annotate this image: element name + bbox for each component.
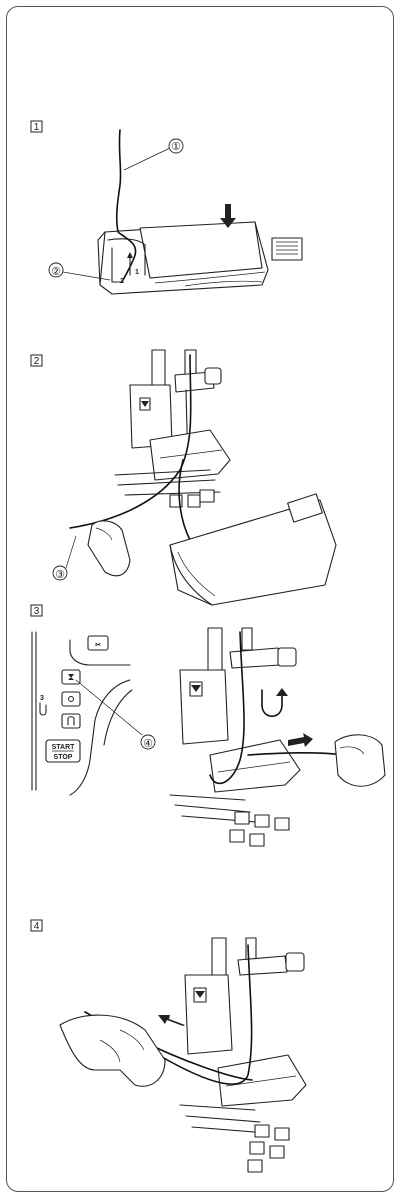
callout-1-leader [124, 148, 170, 170]
pull-arrow [288, 733, 313, 747]
callout-3-label: ③ [55, 569, 65, 581]
step-1-number: 1 [34, 122, 40, 133]
step-3-number: 3 [34, 606, 40, 617]
step-4: 4 [31, 920, 306, 1172]
step-1: 1 ① 1 2 ② [31, 121, 302, 294]
pull-back-arrow [158, 1015, 185, 1026]
callout-4-label: ④ [143, 738, 153, 750]
svg-text:✂: ✂ [95, 642, 101, 649]
presser-foot-3 [210, 740, 300, 792]
callout-2-label: ② [51, 266, 61, 278]
foot-holder-3 [180, 670, 228, 744]
step-2: 2 ③ [31, 350, 336, 605]
slot-mark-2: 2 [120, 278, 124, 285]
callout-1-label: ① [171, 141, 181, 153]
hand-4 [60, 1015, 165, 1086]
needle-clamp-3 [230, 648, 280, 668]
step-4-number: 4 [34, 921, 40, 932]
foot-holder-4 [185, 975, 232, 1054]
step-3: 3 ✂ START STOP 3 ④ [31, 605, 385, 846]
hand-2 [88, 521, 130, 576]
start-stop-label-top: START [52, 744, 76, 751]
hand-3 [335, 735, 385, 786]
lock-stitch-button[interactable] [62, 692, 80, 706]
start-stop-label-bottom: STOP [54, 754, 73, 761]
bobbin-detail [272, 238, 302, 260]
step-2-number: 2 [34, 356, 40, 367]
thread-1 [117, 130, 121, 232]
reverse-button[interactable] [62, 714, 80, 728]
needle-clamp-4 [238, 956, 287, 975]
clamp-screw [205, 368, 221, 384]
panel-mark: 3 [40, 695, 44, 702]
slot-mark-1: 1 [135, 269, 139, 276]
presser-foot-4 [218, 1055, 306, 1106]
